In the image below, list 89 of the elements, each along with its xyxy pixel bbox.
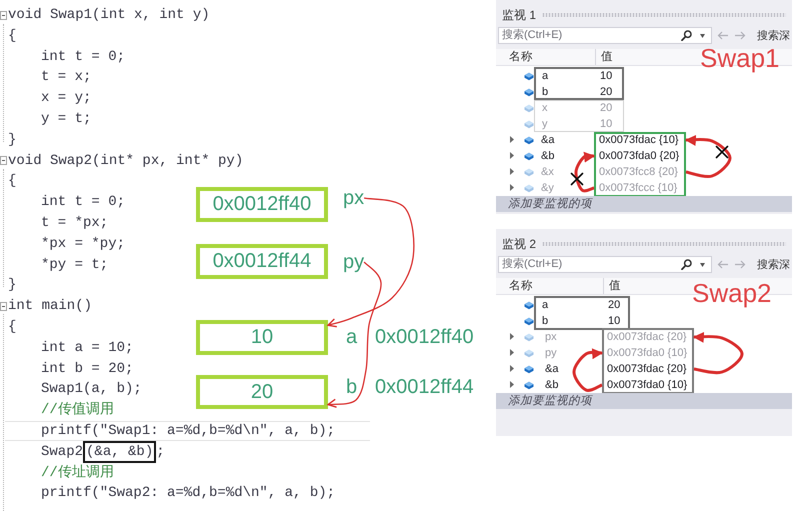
highlight-frame	[534, 296, 630, 330]
toolbar-label: 搜索深	[757, 258, 790, 273]
code-line: int b = 20;	[41, 360, 134, 378]
panel-title: 监视 2	[502, 236, 536, 252]
watch-name: &x	[541, 165, 554, 180]
curved-arrow	[327, 262, 382, 408]
column-header: 值	[601, 50, 613, 65]
curved-arrow	[684, 134, 732, 178]
highlight-frame	[602, 328, 694, 394]
code-line: void Swap1(int x, int y)	[8, 6, 210, 24]
address-box: 0x0012ff44	[196, 244, 328, 279]
watch-name: a	[542, 69, 548, 84]
watch-name: &a	[541, 133, 554, 148]
code-line: t = *px;	[41, 214, 108, 232]
highlight-box: (&a, &b)	[83, 440, 156, 463]
watch-value: 10	[600, 117, 612, 132]
watch-name: y	[542, 117, 548, 132]
watch-name: b	[542, 85, 548, 100]
code-line: int t = 0;	[41, 48, 126, 66]
curved-arrow	[692, 332, 744, 374]
address-text: 0x0012ff44	[375, 375, 474, 399]
code-line: {	[8, 172, 16, 190]
variable-name: a	[346, 325, 358, 349]
watch-value: 0x0073fda0 {10}	[602, 345, 694, 361]
placeholder-text: 添加要监视的项	[508, 394, 592, 409]
panel-title: 监视 1	[502, 7, 536, 23]
variable-name: b	[346, 375, 358, 399]
watch-window	[496, 229, 792, 436]
code-line: int main()	[8, 297, 92, 316]
code-line: int a = 10;	[41, 338, 134, 357]
code-line: x = y;	[41, 89, 92, 108]
watch-name: &b	[541, 149, 554, 164]
highlight-frame	[534, 100, 624, 132]
code-line: *py = t;	[41, 256, 108, 274]
annotation-text: Swap1	[700, 43, 780, 73]
code-line: {	[8, 26, 16, 45]
code-line: int t = 0;	[41, 193, 126, 212]
watch-name: &a	[545, 362, 558, 377]
variable-name: py	[343, 250, 364, 274]
code-line: }	[8, 130, 16, 149]
value-box: 10	[196, 320, 328, 355]
code-line: Swap1(a, b);	[41, 380, 142, 398]
column-header: 值	[609, 279, 621, 294]
search-field: 搜索(Ctrl+E)	[498, 256, 712, 273]
code-line: printf("Swap2: a=%d,b=%d\n", a, b);	[41, 484, 336, 502]
watch-name: a	[542, 298, 548, 313]
code-line: t = x;	[41, 68, 92, 86]
address-box: 0x0012ff40	[196, 187, 328, 222]
address-text: 0x0012ff40	[375, 325, 474, 349]
curved-arrow	[574, 150, 596, 192]
code-comment: //传址调用	[41, 464, 114, 482]
code-line: }	[8, 276, 16, 294]
highlight-frame	[534, 67, 624, 100]
column-header: 名称	[509, 50, 533, 65]
watch-value: 0x0073fda0 {20}	[594, 148, 686, 164]
watch-value: 0x0073fda0 {10}	[602, 377, 694, 393]
search-field: 搜索(Ctrl+E)	[498, 27, 712, 44]
watch-name: x	[542, 101, 548, 116]
watch-name: &b	[545, 378, 558, 393]
toolbar-label: 搜索深	[757, 28, 790, 44]
column-header: 名称	[509, 278, 533, 294]
code-line: *px = *py;	[41, 234, 126, 253]
code-line: void Swap2(int* px, int* py)	[8, 152, 244, 170]
watch-value: 0x0073fdac {10}	[594, 132, 686, 148]
watch-name: b	[542, 314, 548, 329]
watch-name: &y	[541, 181, 554, 196]
watch-value: 0x0073fcc8 {20}	[594, 164, 686, 180]
code-line: {	[8, 318, 16, 336]
highlight-frame	[594, 132, 686, 197]
watch-name: px	[545, 330, 557, 345]
value-box: 20	[196, 375, 328, 409]
watch-value: 20	[608, 298, 620, 313]
code-line: printf("Swap1: a=%d,b=%d\n", a, b);	[41, 422, 336, 440]
watch-value: 0x0073fdac {20}	[602, 361, 694, 377]
code-text: ;	[156, 442, 165, 461]
code-line: y = t;	[41, 110, 92, 128]
watch-name: py	[545, 346, 557, 361]
placeholder-text: 添加要监视的项	[508, 196, 592, 212]
watch-value: 0x0073fccc {10}	[594, 180, 686, 196]
watch-value: 20	[600, 101, 612, 116]
code-text: Swap2	[41, 442, 84, 461]
watch-value: 0x0073fdac {20}	[602, 329, 694, 345]
watch-value: 10	[600, 69, 612, 84]
watch-value: 20	[600, 85, 612, 100]
watch-value: 10	[608, 314, 620, 329]
variable-name: px	[343, 186, 364, 210]
code-comment: //传值调用	[41, 401, 114, 420]
curved-arrow	[327, 197, 414, 328]
annotation-text: Swap2	[692, 278, 772, 308]
